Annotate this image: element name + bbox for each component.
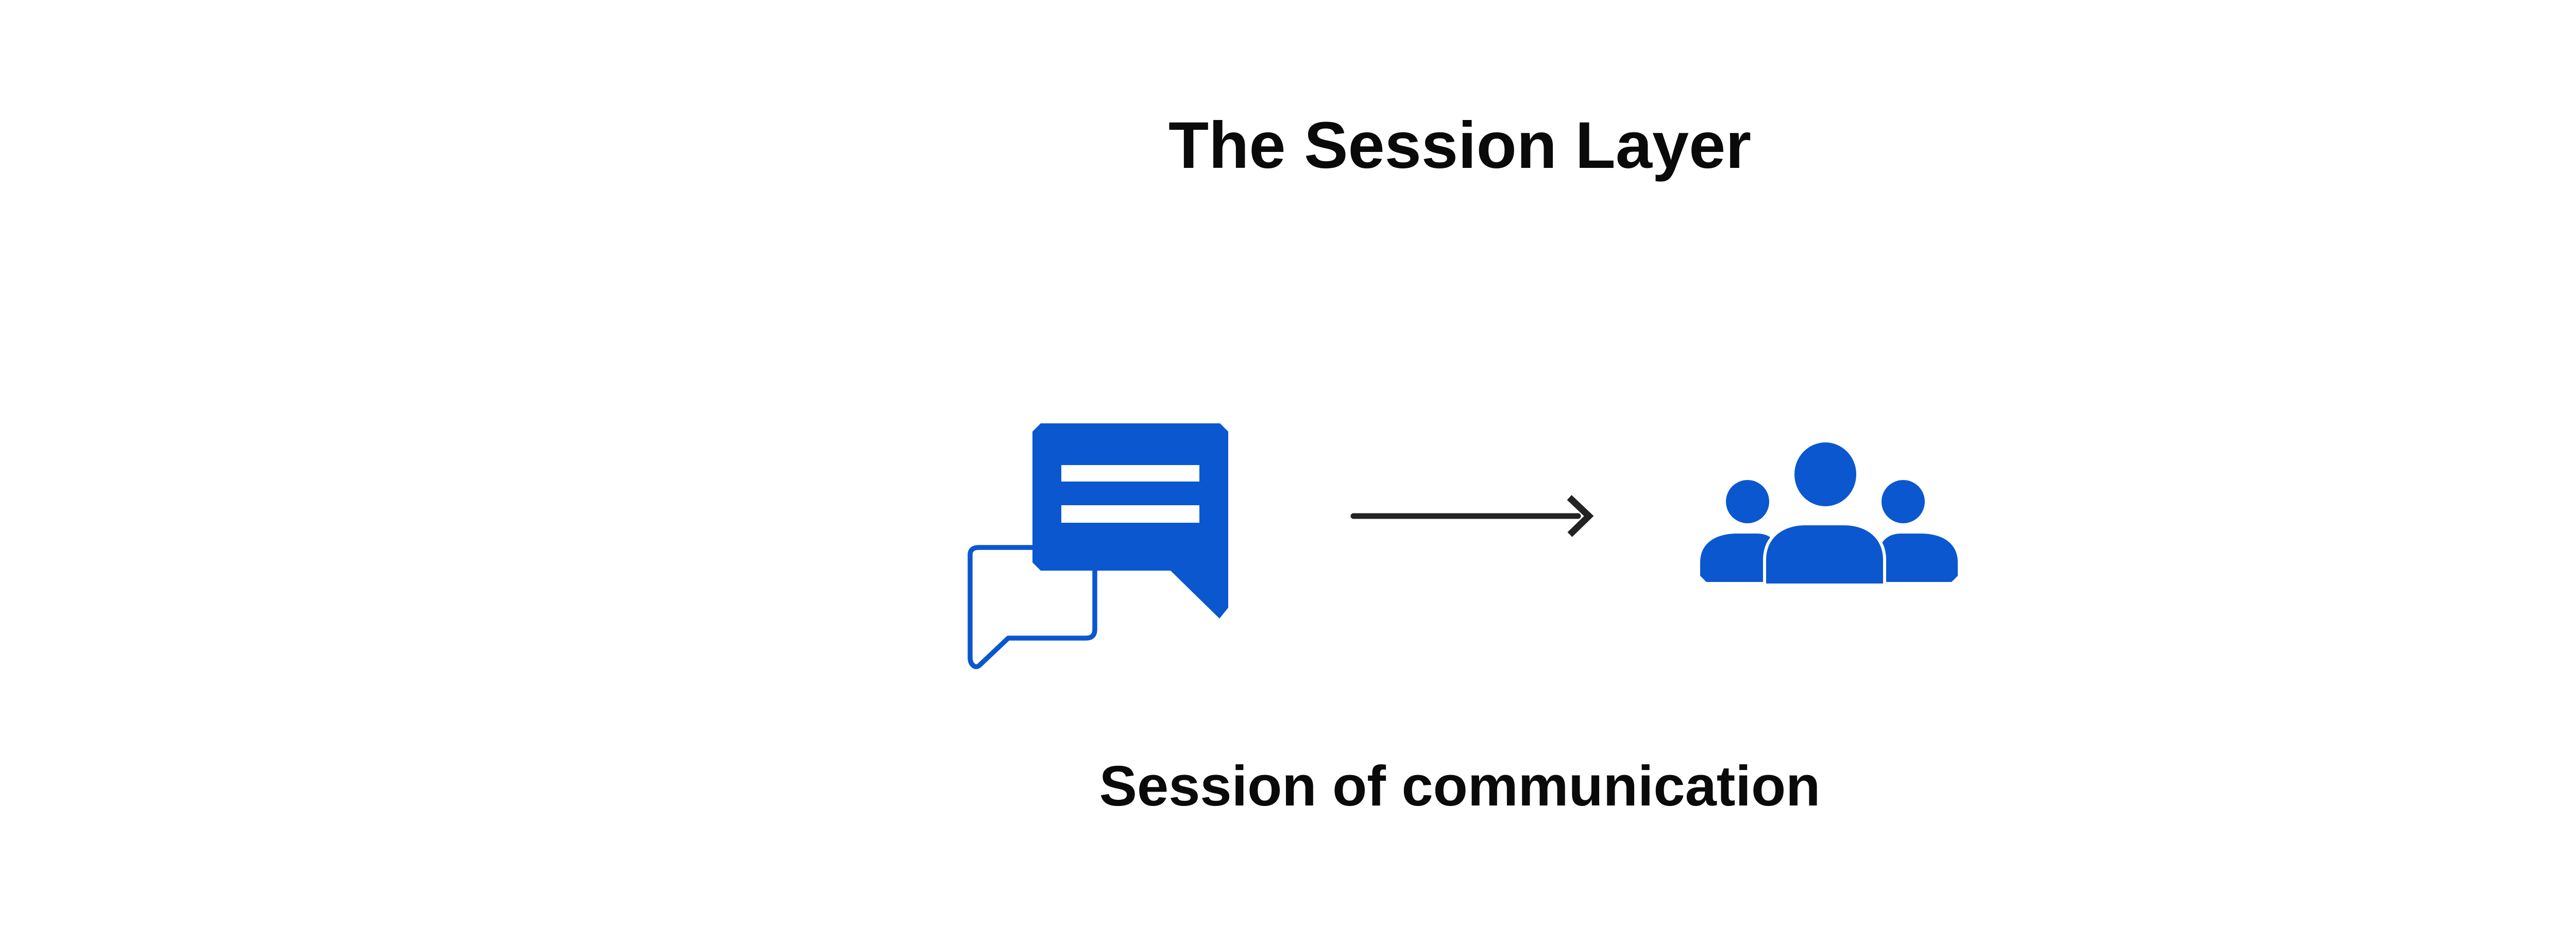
person-head-right (1882, 480, 1925, 523)
people-group-icon (1700, 442, 1958, 587)
figure-caption: Session of communication (1099, 754, 1821, 818)
person-body-right (1878, 534, 1958, 582)
chat-messages-icon (968, 423, 1228, 670)
bubble-text-line (1061, 465, 1199, 482)
bubble-text-line (1061, 505, 1199, 523)
page-title: The Session Layer (1168, 109, 1752, 182)
arrow-head (1567, 495, 1594, 537)
person-body-left (1700, 534, 1780, 582)
person-head-center (1794, 442, 1856, 506)
person-head-left (1726, 480, 1769, 523)
right-arrow-icon (1350, 495, 1594, 537)
person-body-center (1763, 522, 1886, 587)
